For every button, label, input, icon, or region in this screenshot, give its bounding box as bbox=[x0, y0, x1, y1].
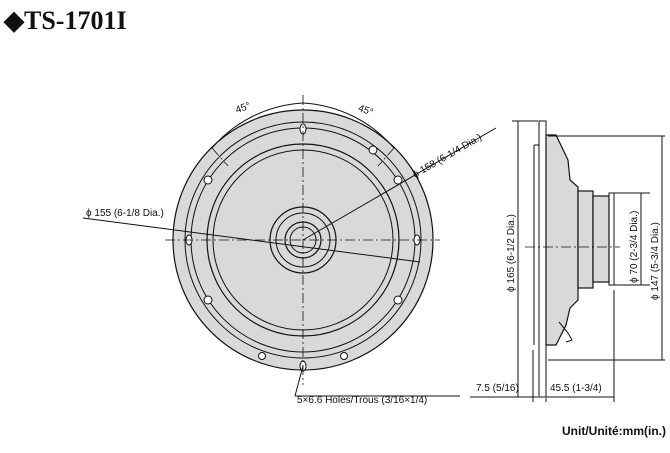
dia-158-label: ϕ 158 (6-1/4 Dia.) bbox=[411, 132, 484, 180]
depth-rear-label: 45.5 (1-3/4) bbox=[550, 383, 602, 394]
front-view: 45° 45° ϕ 158 (6-1/4 Dia.) ϕ 155 (6-1/8 … bbox=[82, 95, 497, 406]
basket bbox=[545, 134, 579, 346]
mounting-flange bbox=[538, 120, 547, 398]
dia-147-label: ϕ 147 (5-3/4 Dia.) bbox=[650, 222, 661, 300]
model-title: ◆TS-1701I bbox=[4, 6, 127, 35]
angle-right-label: 45° bbox=[357, 103, 375, 119]
angle-left-label: 45° bbox=[234, 101, 252, 117]
dia-155-label: ϕ 155 (6-1/8 Dia.) bbox=[86, 208, 164, 219]
holes-label: 5×6.6 Holes/Trous (3/16×1/4) bbox=[297, 395, 427, 406]
dia-70-label: ϕ 70 (2-3/4 Dia.) bbox=[629, 211, 640, 283]
magnet bbox=[592, 195, 610, 283]
dia-165-label: ϕ 165 (6-1/2 Dia.) bbox=[506, 214, 517, 292]
side-view: ϕ 165 (6-1/2 Dia.) ϕ 70 (2-3/4 Dia.) ϕ 1… bbox=[470, 120, 665, 402]
depth-front-label: 7.5 (5/16) bbox=[476, 383, 519, 394]
unit-label: Unit/Unité:mm(in.) bbox=[562, 424, 666, 438]
